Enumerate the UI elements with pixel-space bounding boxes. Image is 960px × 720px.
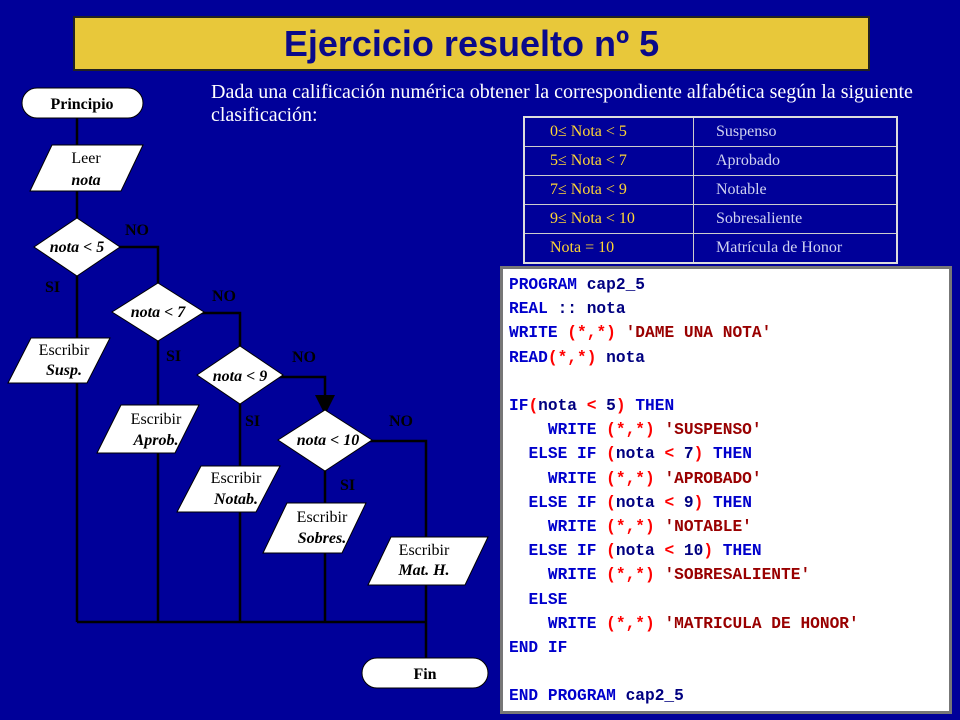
read-verb: Leer <box>71 150 101 167</box>
output-label: Susp. <box>46 362 82 379</box>
no-label: NO <box>292 349 316 366</box>
grade-cell: Matrícula de Honor <box>693 233 897 264</box>
problem-description: Dada una calificación numérica obtener l… <box>211 81 913 126</box>
flow-lines <box>75 117 428 658</box>
decision-nota-9 <box>196 345 284 405</box>
grade-cell: Notable <box>693 175 897 205</box>
no-label: NO <box>212 288 236 305</box>
decision-nota-5 <box>33 217 121 277</box>
range-cell: Nota = 10 <box>524 233 694 264</box>
start-terminal <box>21 87 144 119</box>
range-cell: 0≤ Nota < 5 <box>524 117 694 147</box>
fortran-code: PROGRAM cap2_5 REAL :: nota WRITE (*,*) … <box>509 276 859 706</box>
write-verb: Escribir <box>211 470 262 487</box>
end-label: Fin <box>413 666 436 683</box>
range-cell: 7≤ Nota < 9 <box>524 175 694 205</box>
output-label: Notab. <box>213 491 258 508</box>
output-suspenso <box>7 337 111 384</box>
page-title: Ejercicio resuelto nº 5 <box>283 22 660 64</box>
no-label: NO <box>125 222 149 239</box>
output-notable <box>176 465 281 513</box>
code-panel: PROGRAM cap2_5 REAL :: nota WRITE (*,*) … <box>500 266 952 714</box>
output-label: Aprob. <box>133 432 179 449</box>
grade-cell: Aprobado <box>693 146 897 176</box>
output-label: Sobres. <box>298 530 346 547</box>
range-cell: 5≤ Nota < 7 <box>524 146 694 176</box>
decision-label: nota < 5 <box>50 239 104 256</box>
decision-nota-7 <box>111 282 205 342</box>
yes-label: SI <box>340 477 355 494</box>
grade-cell: Suspenso <box>693 117 897 147</box>
end-terminal <box>361 657 489 689</box>
grade-cell: Sobresaliente <box>693 204 897 234</box>
title-banner: Ejercicio resuelto nº 5 <box>73 16 870 71</box>
output-aprobado <box>96 404 200 454</box>
no-label: NO <box>389 413 413 430</box>
read-io-block <box>29 144 144 192</box>
yes-label: SI <box>45 279 60 296</box>
write-verb: Escribir <box>131 411 182 428</box>
start-label: Principio <box>50 96 113 113</box>
decision-label: nota < 7 <box>131 304 186 321</box>
write-verb: Escribir <box>39 342 90 359</box>
write-verb: Escribir <box>297 509 348 526</box>
write-verb: Escribir <box>399 542 450 559</box>
output-label: Mat. H. <box>397 562 449 579</box>
decision-label: nota < 10 <box>297 432 359 449</box>
yes-label: SI <box>245 413 260 430</box>
decision-label: nota < 9 <box>213 368 267 385</box>
output-matricula <box>367 536 489 586</box>
range-cell: 9≤ Nota < 10 <box>524 204 694 234</box>
decision-nota-10 <box>277 409 373 472</box>
read-variable: nota <box>71 172 100 189</box>
yes-label: SI <box>166 348 181 365</box>
output-sobresaliente <box>262 502 367 554</box>
